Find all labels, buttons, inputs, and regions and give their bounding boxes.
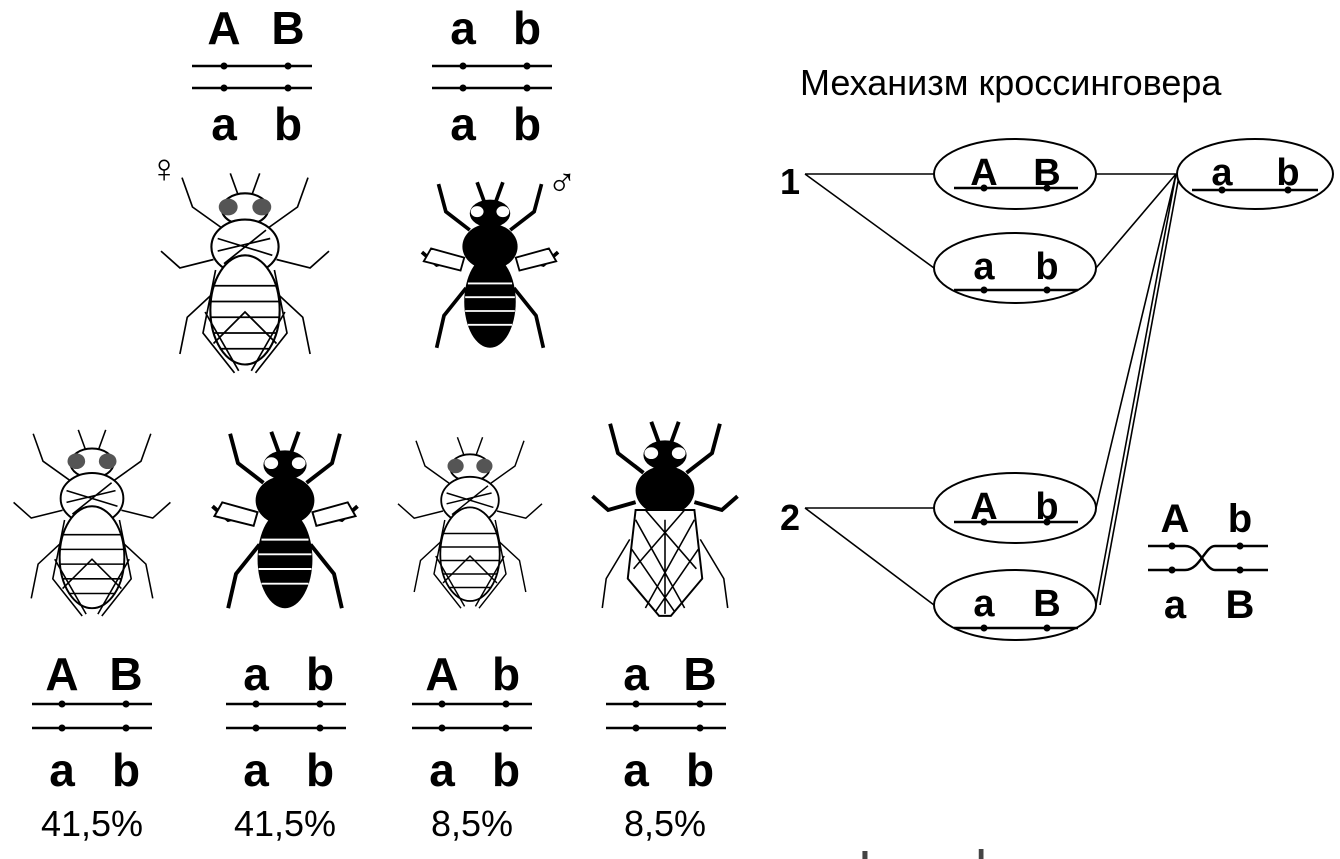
allele-bottom-1: a	[49, 744, 75, 796]
light-fly-icon	[398, 437, 542, 608]
allele-top-2: b	[492, 648, 520, 700]
allele-top-1: a	[450, 2, 476, 54]
dark-fly-icon	[212, 432, 357, 608]
gamete-allele-2: B	[1033, 583, 1060, 625]
group-1-label: 1	[780, 161, 800, 202]
allele-top-2: b	[513, 2, 541, 54]
cross-allele-top-1: A	[1161, 497, 1190, 541]
offspring-4: a B a b 8,5%	[592, 422, 737, 844]
allele-top-1: A	[207, 2, 240, 54]
gamete-AB: A B	[934, 139, 1096, 209]
gamete-ab: a b	[934, 233, 1096, 303]
allele-top-2: B	[683, 648, 716, 700]
cross-allele-bottom-2: B	[1226, 583, 1255, 627]
allele-bottom-1: a	[623, 744, 649, 796]
allele-bottom-1: a	[243, 744, 269, 796]
genotype-female: A B a b	[192, 2, 312, 150]
dark-fly-icon	[422, 182, 558, 348]
light-fly-icon	[161, 173, 329, 372]
gamete-male-ab: a b	[1177, 139, 1333, 209]
genotype-male: a b a b	[432, 2, 552, 150]
light-fly-icon	[14, 430, 171, 616]
allele-top-2: B	[109, 648, 142, 700]
female-symbol: ♀	[149, 147, 179, 191]
parent-male: a b a b ♂	[422, 2, 577, 348]
allele-bottom-2: b	[686, 744, 714, 796]
allele-bottom-2: b	[274, 98, 302, 150]
offspring-1: A B a b 41,5%	[14, 430, 171, 844]
mechanism-title: Механизм кроссинговера	[800, 62, 1222, 103]
gamete-allele-1: a	[973, 246, 995, 288]
mixed-fly-icon	[592, 422, 737, 616]
allele-top-2: b	[306, 648, 334, 700]
allele-bottom-2: b	[306, 744, 334, 796]
allele-top-1: a	[623, 648, 649, 700]
percentage-label: 8,5%	[431, 803, 513, 844]
gamete-Ab: A b	[934, 473, 1096, 543]
gamete-allele-2: b	[1035, 246, 1058, 288]
allele-bottom-2: b	[513, 98, 541, 150]
allele-bottom-2: b	[492, 744, 520, 796]
allele-bottom-1: a	[450, 98, 476, 150]
allele-top-2: B	[271, 2, 304, 54]
cross-allele-bottom-1: a	[1164, 583, 1187, 627]
allele-top-1: A	[45, 648, 78, 700]
percentage-label: 41,5%	[41, 803, 143, 844]
percentage-label: 41,5%	[234, 803, 336, 844]
group-2-label: 2	[780, 497, 800, 538]
crossover-schematic: A b a B	[1148, 497, 1268, 627]
percentage-label: 8,5%	[624, 803, 706, 844]
male-symbol: ♂	[547, 161, 577, 205]
crossing-over-mechanism: Механизм кроссинговера 1 2 A B a b A	[780, 62, 1333, 640]
allele-top-1: a	[243, 648, 269, 700]
gamete-allele-1: a	[973, 583, 995, 625]
allele-bottom-2: b	[112, 744, 140, 796]
offspring-2: a b a b 41,5%	[212, 432, 357, 844]
allele-top-1: A	[425, 648, 458, 700]
gamete-aB: a B	[934, 570, 1096, 640]
allele-bottom-1: a	[211, 98, 237, 150]
footer-fragment: Level	[858, 840, 987, 859]
allele-bottom-1: a	[429, 744, 455, 796]
cross-allele-top-2: b	[1228, 497, 1252, 541]
parent-female: A B a b ♀	[149, 2, 329, 373]
offspring-3: A b a b 8,5%	[398, 437, 542, 844]
